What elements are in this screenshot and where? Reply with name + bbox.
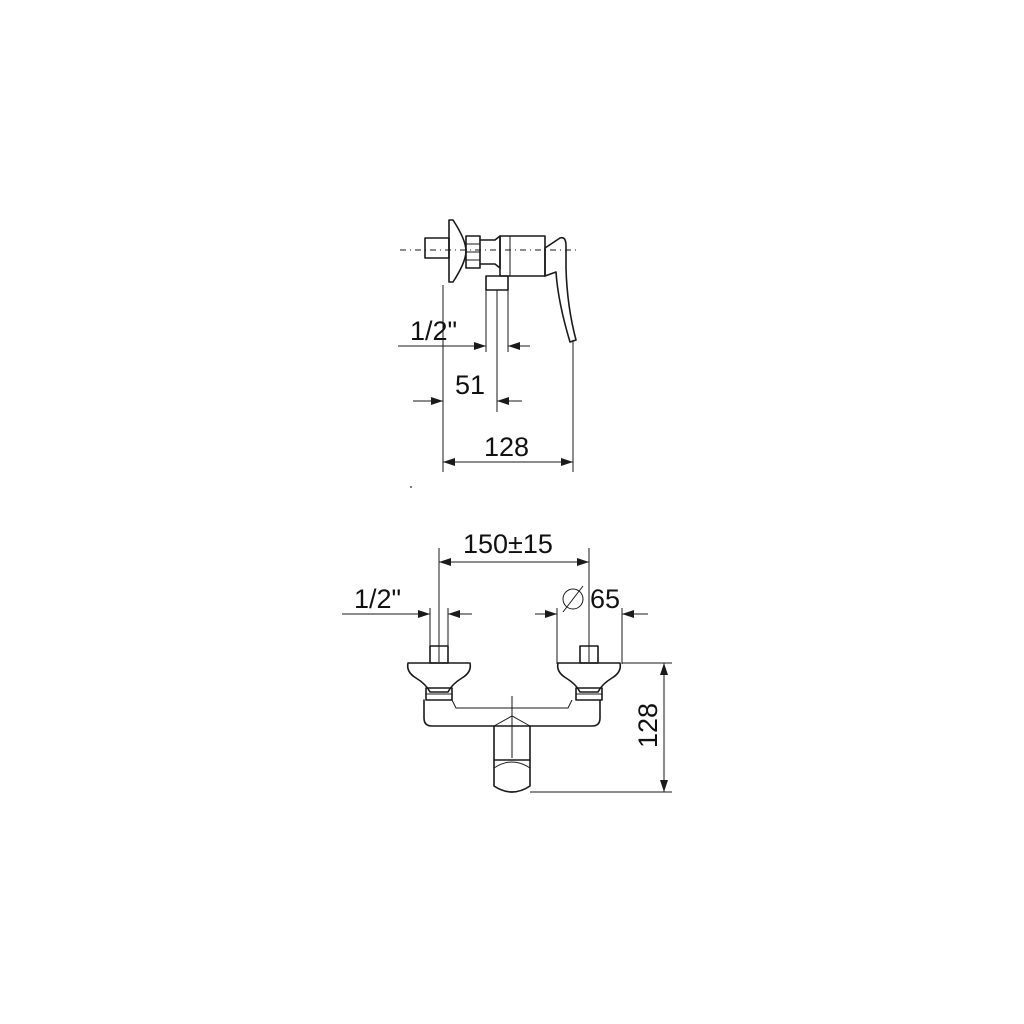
front-dim-flange-label: 65 [590,584,620,614]
diameter-symbol-icon [562,585,584,613]
front-view: 150±15 1/2" 65 128 [342,529,672,793]
side-dim-thread-label: 1/2" [410,316,457,346]
front-view-faucet-body [406,645,622,793]
front-dim-thread-label: 1/2" [354,584,401,614]
side-view: 1/2" 51 128 [398,219,580,472]
side-dim-offset-label: 51 [455,370,485,400]
stray-mark [410,486,412,488]
front-dim-height-label: 128 [633,703,663,748]
side-view-faucet-body [400,219,580,343]
side-dim-depth-label: 128 [484,432,529,462]
front-dim-centers-label: 150±15 [463,529,553,559]
